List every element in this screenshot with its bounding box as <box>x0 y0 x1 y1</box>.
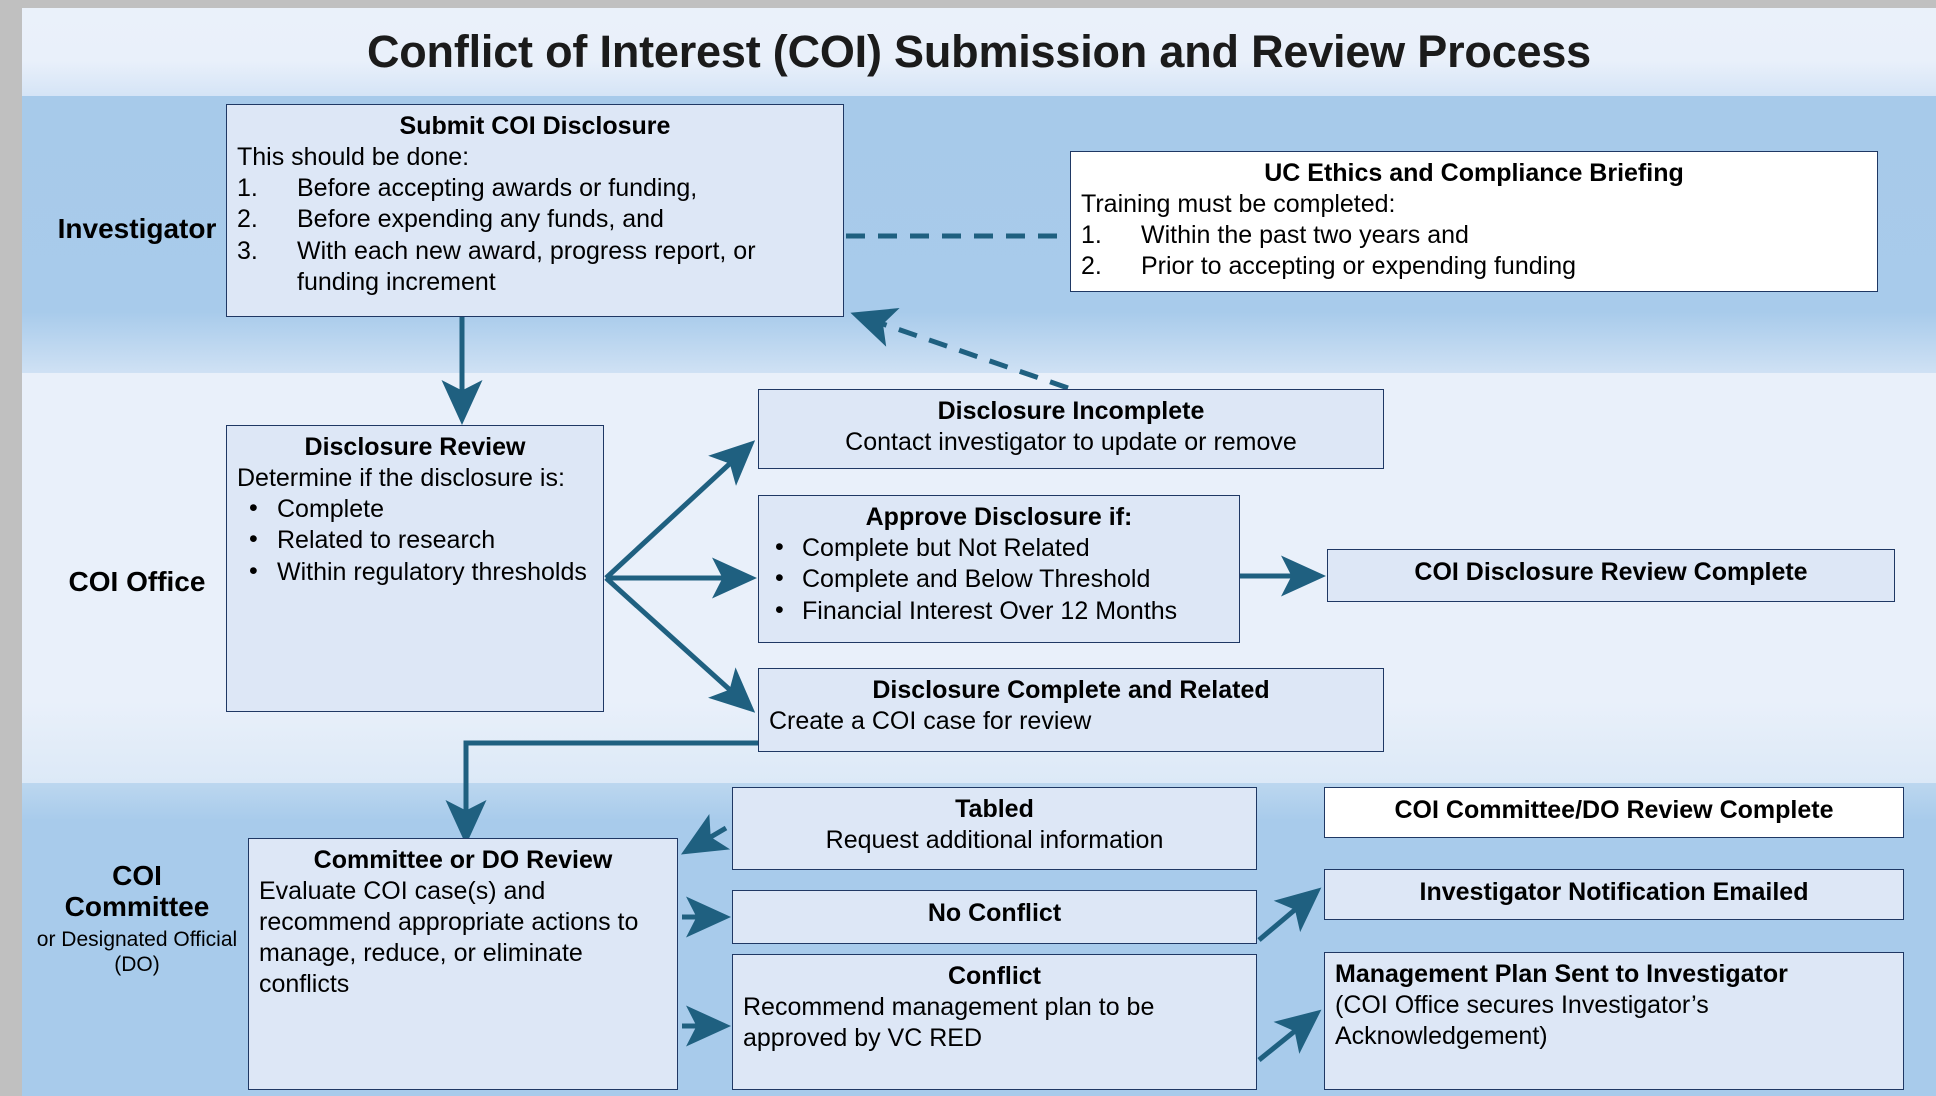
band-header <box>22 8 1936 96</box>
node-body: Create a COI case for review <box>769 706 1092 735</box>
lane-label-line2: Committee <box>64 891 210 923</box>
list-item: Within regulatory thresholds <box>237 556 593 589</box>
list-item: Complete <box>237 493 593 526</box>
list-item: 1. Before accepting awards or funding, <box>237 173 833 205</box>
node-approve-disclosure[interactable]: Approve Disclosure if: Complete but Not … <box>758 495 1240 643</box>
node-body: Request additional information <box>825 825 1164 854</box>
list-number: 2. <box>1081 252 1102 280</box>
node-no-conflict[interactable]: No Conflict <box>732 890 1257 944</box>
node-coi-committee-do-review-complete[interactable]: COI Committee/DO Review Complete <box>1324 787 1904 838</box>
node-ordered-list: 1. Within the past two years and 2. Prior … <box>1081 220 1867 283</box>
node-heading: Committee or DO Review <box>313 846 613 874</box>
node-uc-ethics-compliance-briefing[interactable]: UC Ethics and Compliance Briefing Traini… <box>1070 151 1878 292</box>
node-intro: Determine if the disclosure is: <box>237 463 565 492</box>
node-heading: Conflict <box>947 962 1042 990</box>
list-item: Related to research <box>237 524 593 557</box>
list-item: 3. With each new award, progress report, … <box>237 236 833 299</box>
node-heading: COI Committee/DO Review Complete <box>1394 796 1834 824</box>
node-disclosure-incomplete[interactable]: Disclosure Incomplete Contact investigat… <box>758 389 1384 469</box>
node-disclosure-complete-and-related[interactable]: Disclosure Complete and Related Create a… <box>758 668 1384 752</box>
list-number: 2. <box>237 205 258 233</box>
node-heading: Submit COI Disclosure <box>399 112 671 140</box>
page-title: Conflict of Interest (COI) Submission an… <box>366 26 1592 77</box>
node-heading: Disclosure Complete and Related <box>872 676 1270 704</box>
lane-sublabel-designated-official: or Designated Official (DO) <box>36 927 238 977</box>
node-committee-or-do-review[interactable]: Committee or DO Review Evaluate COI case… <box>248 838 678 1090</box>
list-item: Complete and Below Threshold <box>769 563 1229 596</box>
node-heading: Tabled <box>955 795 1034 823</box>
node-disclosure-review[interactable]: Disclosure Review Determine if the discl… <box>226 425 604 712</box>
node-bullet-list: Complete but Not Related Complete and Be… <box>769 532 1229 628</box>
list-number: 3. <box>237 236 258 265</box>
node-investigator-notification-emailed[interactable]: Investigator Notification Emailed <box>1324 869 1904 920</box>
node-heading: Disclosure Incomplete <box>937 397 1205 425</box>
lane-label-investigator: Investigator <box>57 213 217 244</box>
node-submit-coi-disclosure[interactable]: Submit COI Disclosure This should be don… <box>226 104 844 317</box>
diagram-canvas: Conflict of Interest (COI) Submission an… <box>22 8 1936 1096</box>
node-coi-disclosure-review-complete[interactable]: COI Disclosure Review Complete <box>1327 549 1895 602</box>
node-body: Contact investigator to update or remove <box>845 427 1297 456</box>
lane-label-coi-committee: COI Committee or Designated Official (DO… <box>26 860 248 978</box>
list-number: 1. <box>237 173 258 202</box>
node-ordered-list: 1. Before accepting awards or funding, 2.… <box>237 173 833 299</box>
node-body: Evaluate COI case(s) and recommend appro… <box>259 876 639 998</box>
node-intro: This should be done: <box>237 142 470 171</box>
lane-label-coi-office: COI Office <box>68 566 206 597</box>
node-body: (COI Office secures Investigator’s Ackno… <box>1335 990 1709 1050</box>
list-text: Before accepting awards or funding, <box>297 173 698 202</box>
list-text: Before expending any funds, and <box>297 205 664 233</box>
list-item: Complete but Not Related <box>769 532 1229 565</box>
list-item: 2. Before expending any funds, and <box>237 204 833 236</box>
list-text: Within the past two years and <box>1141 220 1469 249</box>
node-heading: Approve Disclosure if: <box>865 503 1133 531</box>
node-bullet-list: Complete Related to research Within regu… <box>237 493 593 589</box>
node-intro: Training must be completed: <box>1081 189 1396 218</box>
node-heading: No Conflict <box>927 899 1062 927</box>
list-text: Prior to accepting or expending funding <box>1141 252 1577 280</box>
node-heading: UC Ethics and Compliance Briefing <box>1264 159 1684 187</box>
list-item: Financial Interest Over 12 Months <box>769 595 1229 628</box>
node-heading: Disclosure Review <box>304 433 526 461</box>
node-body: Recommend management plan to be approved… <box>743 992 1155 1052</box>
list-item: 1. Within the past two years and <box>1081 220 1867 252</box>
node-tabled[interactable]: Tabled Request additional information <box>732 787 1257 870</box>
list-text: With each new award, progress report, or… <box>297 236 756 297</box>
lane-label-line1: COI <box>112 860 162 891</box>
list-item: 2. Prior to accepting or expending fundin… <box>1081 251 1867 283</box>
list-number: 1. <box>1081 220 1102 249</box>
node-heading: Investigator Notification Emailed <box>1419 878 1809 906</box>
node-heading: COI Disclosure Review Complete <box>1414 558 1808 586</box>
node-management-plan-sent-to-investigator[interactable]: Management Plan Sent to Investigator (CO… <box>1324 952 1904 1090</box>
node-conflict[interactable]: Conflict Recommend management plan to be… <box>732 954 1257 1090</box>
node-heading: Management Plan Sent to Investigator <box>1335 960 1788 988</box>
